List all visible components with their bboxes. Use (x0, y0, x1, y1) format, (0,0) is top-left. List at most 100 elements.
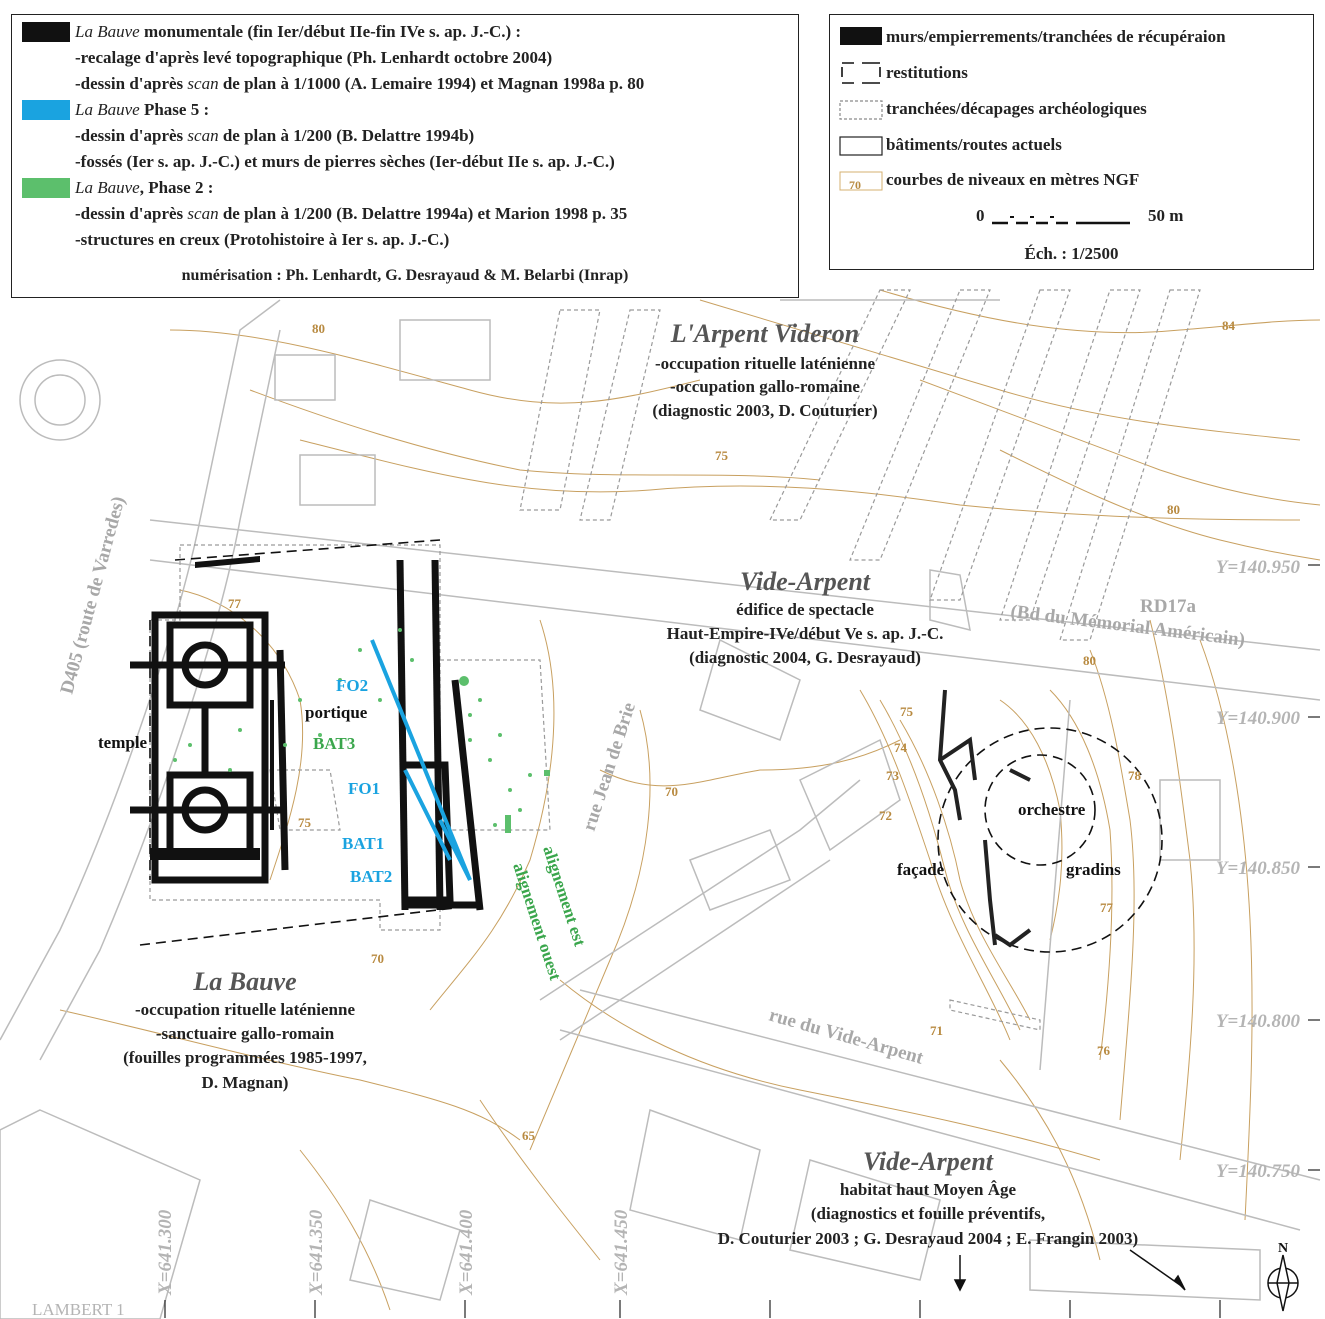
y-coord: Y=140.850 (1216, 858, 1301, 879)
dotted-symbol-icon (839, 100, 883, 120)
projection-label: LAMBERT 1 (32, 1300, 125, 1319)
temple-label: temple (98, 733, 148, 752)
x-coord: X=641.350 (306, 1209, 327, 1296)
modern-roads-buildings (0, 299, 1321, 1319)
y-coord: Y=140.800 (1216, 1011, 1301, 1032)
legend-sources: La Bauve monumentale (fin Ier/début IIe-… (11, 14, 799, 298)
orchestre-label: orchestre (1018, 800, 1086, 819)
legend-symbols: 70 murs/empierrements/tranchées de récup… (829, 14, 1314, 270)
la-bauve-wall-details (150, 556, 274, 860)
bauve-line: D. Magnan) (202, 1073, 289, 1092)
swatch-monumental (22, 22, 70, 42)
vide1-title: Vide-Arpent (740, 567, 871, 596)
contour-value: 77 (1100, 900, 1114, 915)
legend-row: -dessin d'après scan de plan à 1/1000 (A… (75, 74, 645, 93)
arpent-line: -occupation gallo-romaine (670, 377, 860, 396)
vide1-line: édifice de spectacle (736, 600, 874, 619)
contour-value: 74 (894, 740, 908, 755)
arpent-line: (diagnostic 2003, D. Couturier) (652, 401, 877, 420)
phase2-structures (173, 628, 550, 833)
contour-value: 80 (1083, 653, 1096, 668)
contour-value: 77 (228, 596, 242, 611)
contour-value: 80 (312, 321, 325, 336)
bauve-line: (fouilles programmées 1985-1997, (123, 1048, 367, 1067)
scale-bar (992, 216, 1130, 225)
contour-value: 72 (879, 808, 892, 823)
fo1-label: FO1 (348, 779, 380, 798)
legend-row: -dessin d'après scan de plan à 1/200 (B.… (75, 204, 628, 223)
contour-value: 65 (522, 1128, 536, 1143)
contour-value: 75 (298, 815, 312, 830)
x-coord: X=641.450 (611, 1209, 632, 1296)
scale-zero: 0 (976, 206, 985, 225)
scale-end: 50 m (1148, 206, 1184, 225)
contour-value: 80 (1167, 502, 1180, 517)
trenches (149, 289, 1201, 1031)
north-arrow-icon (1267, 1254, 1299, 1312)
legend-row: -structures en creux (Protohistoire à Ie… (75, 230, 450, 249)
y-coord: Y=140.950 (1216, 557, 1301, 578)
vide2-line: D. Couturier 2003 ; G. Desrayaud 2004 ; … (718, 1229, 1138, 1248)
swatch-phase2 (22, 178, 70, 198)
vide1-line: Haut-Empire-IVe/début Ve s. ap. J.-C. (667, 624, 944, 643)
portique-label: portique (305, 703, 368, 722)
contour-value: 75 (715, 448, 729, 463)
contour-value: 70 (665, 784, 678, 799)
grid-labels: Y=140.950 Y=140.900 Y=140.850 Y=140.800 … (32, 557, 1300, 1319)
restitutions (139, 539, 1163, 953)
la-bauve-walls (130, 559, 484, 911)
legend-row: La Bauve Phase 5 : (75, 100, 210, 119)
bauve-line: -sanctuaire gallo-romain (156, 1024, 335, 1043)
contour-value: 78 (1128, 768, 1142, 783)
contour-value: 84 (1222, 318, 1236, 333)
legend-row: -fossés (Ier s. ap. J.-C.) et murs de pi… (75, 152, 615, 171)
contour-values: 80 75 84 80 77 75 70 70 74 73 72 75 78 8… (228, 318, 1236, 1143)
grid-ticks (164, 564, 1320, 1318)
legend-credit: numérisation : Ph. Lenhardt, G. Desrayau… (181, 267, 629, 284)
solid-symbol-icon (840, 27, 882, 45)
direction-arrows (953, 1249, 1186, 1292)
legend-item: restitutions (886, 63, 968, 82)
bat3-label: BAT3 (313, 734, 355, 753)
bat1-label: BAT1 (342, 834, 384, 853)
contour-value: 71 (930, 1023, 943, 1038)
bauve-line: -occupation rituelle laténienne (135, 1000, 355, 1019)
contour-value: 70 (371, 951, 384, 966)
arpent-line: -occupation rituelle laténienne (655, 354, 875, 373)
contour-lines (59, 289, 1321, 1311)
legend-row: La Bauve, Phase 2 : (75, 178, 214, 197)
legend-item: tranchées/décapages archéologiques (886, 99, 1147, 118)
bat2-label: BAT2 (350, 867, 392, 886)
legend-row: La Bauve monumentale (fin Ier/début IIe-… (75, 22, 522, 41)
x-coord: X=641.400 (456, 1209, 477, 1296)
swatch-phase5 (22, 100, 70, 120)
bauve-title: La Bauve (192, 967, 296, 996)
vide2-title: Vide-Arpent (863, 1147, 994, 1176)
vide1-line: (diagnostic 2004, G. Desrayaud) (689, 648, 921, 667)
fo2-label: FO2 (336, 676, 368, 695)
x-coord: X=641.300 (155, 1209, 176, 1296)
dashed-symbol-icon (841, 62, 881, 84)
legend-row: -recalage d'après levé topographique (Ph… (75, 48, 553, 67)
vide2-line: habitat haut Moyen Âge (840, 1180, 1017, 1199)
y-coord: Y=140.750 (1216, 1161, 1301, 1182)
contour-symbol-icon (839, 171, 883, 191)
arpent-title: L'Arpent Videron (670, 319, 860, 348)
vide2-line: (diagnostics et fouille préventifs, (811, 1204, 1045, 1223)
contour-value: 76 (1097, 1043, 1111, 1058)
legend-item: bâtiments/routes actuels (886, 135, 1062, 154)
contour-value: 73 (886, 768, 900, 783)
phase5-ditches (370, 639, 472, 881)
gradins-label: gradins (1066, 860, 1121, 879)
scale-ratio: Éch. : 1/2500 (1024, 244, 1119, 263)
legend-row: -dessin d'après scan de plan à 1/200 (B.… (75, 126, 475, 145)
theatre-walls (937, 689, 1032, 948)
rd17a-label: RD17a (1140, 596, 1196, 617)
place-labels: L'Arpent Videron -occupation rituelle la… (123, 319, 1138, 1248)
legend-item: courbes de niveaux en mètres NGF (886, 170, 1140, 189)
outline-symbol-icon (839, 136, 883, 156)
contour-value: 75 (900, 704, 914, 719)
legend-symbols-icons (839, 27, 883, 191)
facade-label: façade (897, 860, 945, 879)
y-coord: Y=140.900 (1216, 708, 1301, 729)
